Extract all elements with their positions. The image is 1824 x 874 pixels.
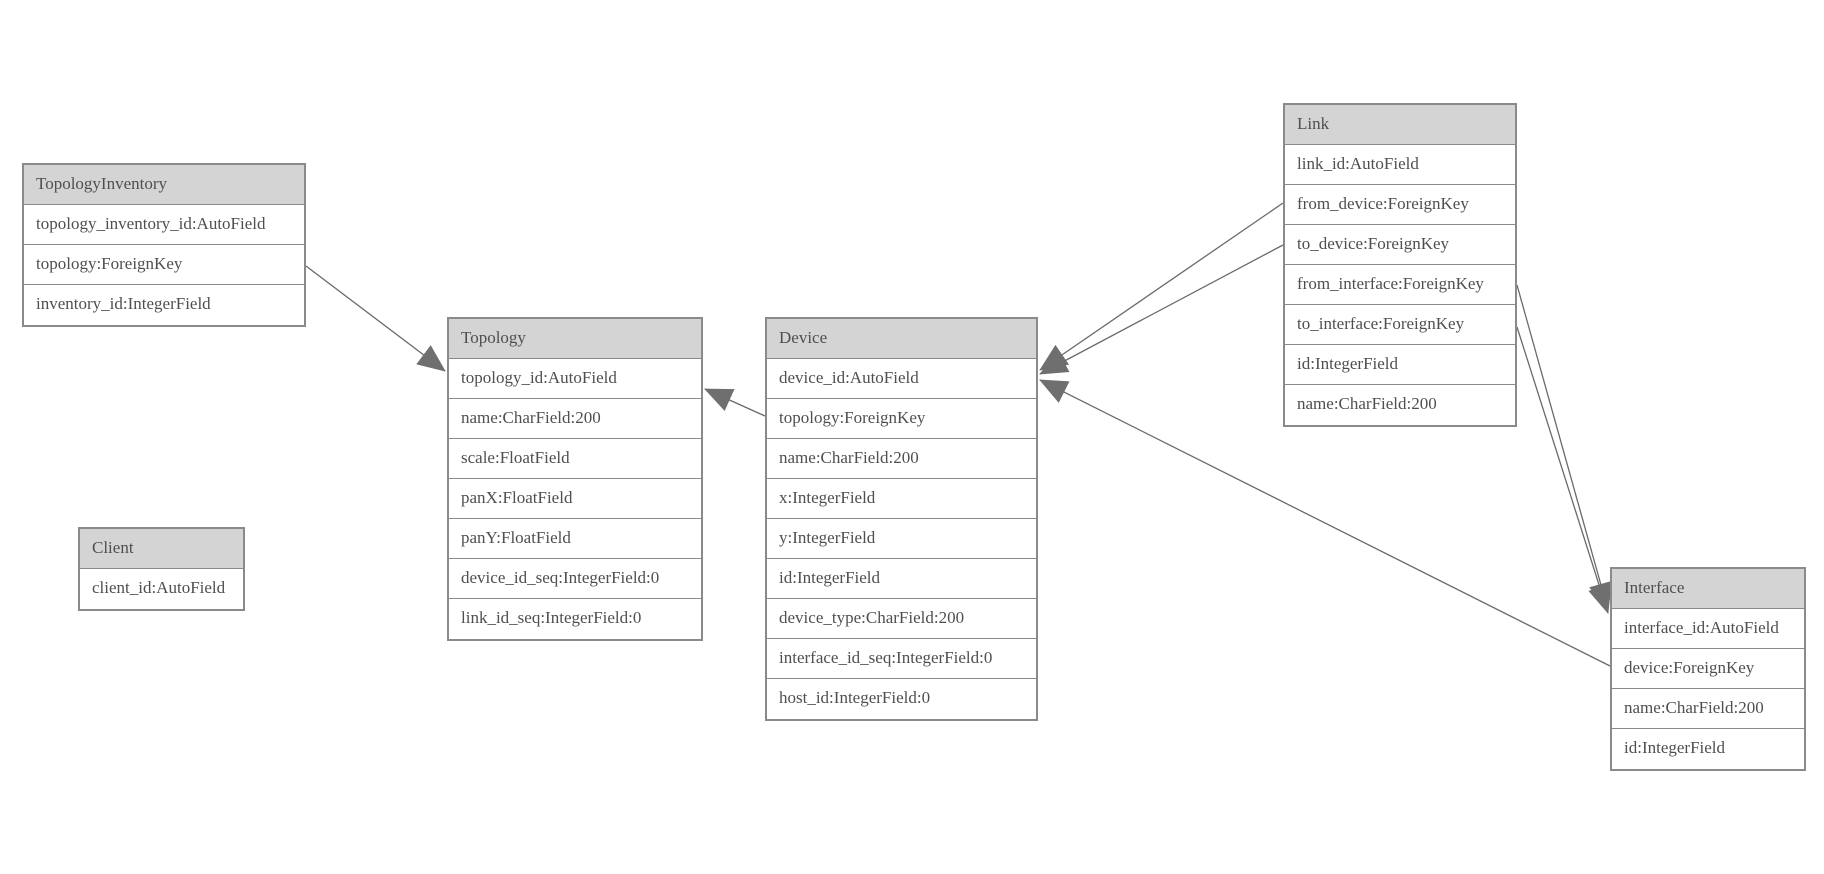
field-inventory_id: inventory_id:IntegerField bbox=[24, 285, 304, 325]
field-y: y:IntegerField bbox=[767, 519, 1036, 559]
entity-title: Client bbox=[80, 529, 243, 569]
field-device_id: device_id:AutoField bbox=[767, 359, 1036, 399]
field-name: name:CharField:200 bbox=[449, 399, 701, 439]
entity-title: TopologyInventory bbox=[24, 165, 304, 205]
field-from_device: from_device:ForeignKey bbox=[1285, 185, 1515, 225]
field-host_id: host_id:IntegerField:0 bbox=[767, 679, 1036, 719]
field-topology_inventory_id: topology_inventory_id:AutoField bbox=[24, 205, 304, 245]
field-to_interface: to_interface:ForeignKey bbox=[1285, 305, 1515, 345]
field-scale: scale:FloatField bbox=[449, 439, 701, 479]
field-id: id:IntegerField bbox=[1612, 729, 1804, 769]
field-device_type: device_type:CharField:200 bbox=[767, 599, 1036, 639]
field-topology: topology:ForeignKey bbox=[24, 245, 304, 285]
relation-line-topologyinventory-topology bbox=[305, 265, 446, 372]
field-interface_id_seq: interface_id_seq:IntegerField:0 bbox=[767, 639, 1036, 679]
field-topology_id: topology_id:AutoField bbox=[449, 359, 701, 399]
relation-line-link-to_interface bbox=[1516, 326, 1612, 614]
relation-line-device-topology bbox=[704, 388, 766, 417]
field-link_id_seq: link_id_seq:IntegerField:0 bbox=[449, 599, 701, 639]
field-panX: panX:FloatField bbox=[449, 479, 701, 519]
entity-title: Topology bbox=[449, 319, 701, 359]
field-id: id:IntegerField bbox=[767, 559, 1036, 599]
field-panY: panY:FloatField bbox=[449, 519, 701, 559]
field-to_device: to_device:ForeignKey bbox=[1285, 225, 1515, 265]
entity-title: Device bbox=[767, 319, 1036, 359]
relation-line-link-from_interface bbox=[1516, 284, 1613, 611]
field-name: name:CharField:200 bbox=[1285, 385, 1515, 425]
entity-title: Link bbox=[1285, 105, 1515, 145]
field-interface_id: interface_id:AutoField bbox=[1612, 609, 1804, 649]
entity-title: Interface bbox=[1612, 569, 1804, 609]
field-x: x:IntegerField bbox=[767, 479, 1036, 519]
relation-line-link-from_device bbox=[1039, 202, 1284, 371]
relation-line-link-to_device bbox=[1039, 244, 1284, 375]
field-id: id:IntegerField bbox=[1285, 345, 1515, 385]
field-device_id_seq: device_id_seq:IntegerField:0 bbox=[449, 559, 701, 599]
field-name: name:CharField:200 bbox=[767, 439, 1036, 479]
field-from_interface: from_interface:ForeignKey bbox=[1285, 265, 1515, 305]
field-name: name:CharField:200 bbox=[1612, 689, 1804, 729]
field-topology: topology:ForeignKey bbox=[767, 399, 1036, 439]
field-device: device:ForeignKey bbox=[1612, 649, 1804, 689]
field-link_id: link_id:AutoField bbox=[1285, 145, 1515, 185]
field-client_id: client_id:AutoField bbox=[80, 569, 243, 609]
